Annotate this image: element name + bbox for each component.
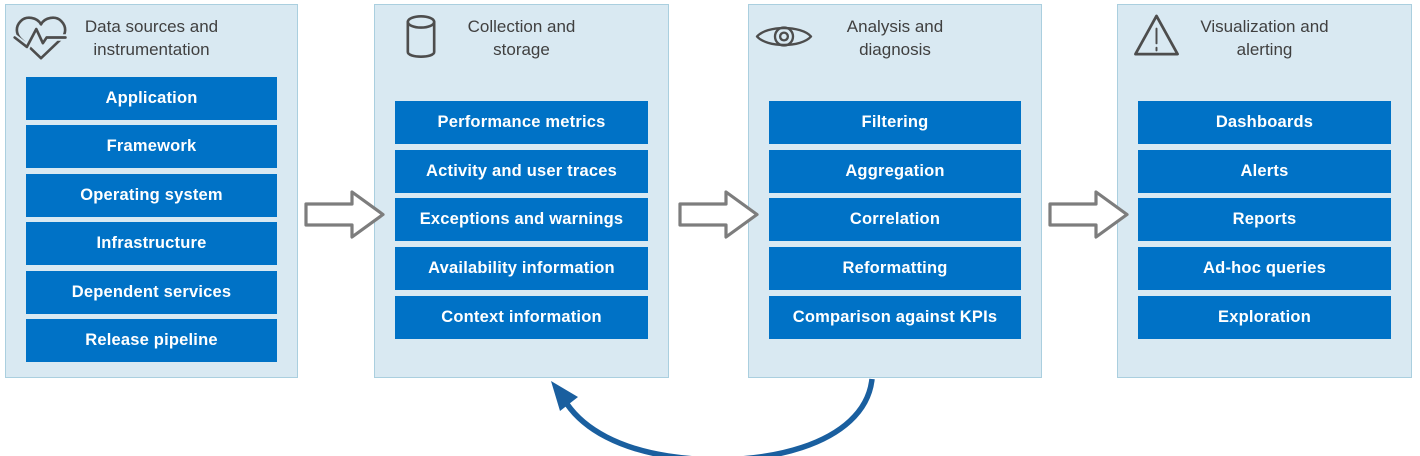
panel-title-line: Analysis and bbox=[846, 17, 944, 36]
panel-title: Data sources and instrumentation bbox=[6, 15, 297, 61]
item-framework: Framework bbox=[26, 125, 277, 168]
database-icon bbox=[405, 13, 437, 61]
panel-title: Visualization and alerting bbox=[1118, 15, 1411, 61]
panel-title-line: storage bbox=[493, 40, 550, 59]
panel-title: Collection and storage bbox=[375, 15, 668, 61]
panel-title-line: Data sources and bbox=[84, 17, 219, 36]
eye-icon bbox=[754, 23, 814, 50]
item-activity-and-user-traces: Activity and user traces bbox=[395, 150, 648, 193]
item-alerts: Alerts bbox=[1138, 150, 1391, 193]
panel-title: Analysis and diagnosis bbox=[749, 15, 1041, 61]
flow-arrow-icon bbox=[1048, 190, 1129, 239]
panel-title-line: Visualization and bbox=[1200, 17, 1329, 36]
item-performance-metrics: Performance metrics bbox=[395, 101, 648, 144]
item-aggregation: Aggregation bbox=[769, 150, 1021, 193]
warning-triangle-icon bbox=[1133, 12, 1180, 58]
panel-title-line: alerting bbox=[1236, 40, 1293, 59]
panel-title-line: Collection and bbox=[467, 17, 576, 36]
item-correlation: Correlation bbox=[769, 198, 1021, 241]
item-exceptions-and-warnings: Exceptions and warnings bbox=[395, 198, 648, 241]
item-operating-system: Operating system bbox=[26, 174, 277, 217]
feedback-arrow-icon bbox=[551, 378, 875, 456]
item-dashboards: Dashboards bbox=[1138, 101, 1391, 144]
flow-arrow-icon bbox=[678, 190, 759, 239]
item-exploration: Exploration bbox=[1138, 296, 1391, 339]
item-reformatting: Reformatting bbox=[769, 247, 1021, 290]
item-application: Application bbox=[26, 77, 277, 120]
item-ad-hoc-queries: Ad-hoc queries bbox=[1138, 247, 1391, 290]
item-filtering: Filtering bbox=[769, 101, 1021, 144]
flow-arrow-icon bbox=[304, 190, 385, 239]
item-comparison-against-kpis: Comparison against KPIs bbox=[769, 296, 1021, 339]
item-infrastructure: Infrastructure bbox=[26, 222, 277, 265]
panel-title-line: instrumentation bbox=[93, 40, 210, 59]
heartbeat-icon bbox=[12, 14, 70, 61]
item-release-pipeline: Release pipeline bbox=[26, 319, 277, 362]
item-context-information: Context information bbox=[395, 296, 648, 339]
item-dependent-services: Dependent services bbox=[26, 271, 277, 314]
item-availability-information: Availability information bbox=[395, 247, 648, 290]
panel-title-line: diagnosis bbox=[859, 40, 931, 59]
item-reports: Reports bbox=[1138, 198, 1391, 241]
